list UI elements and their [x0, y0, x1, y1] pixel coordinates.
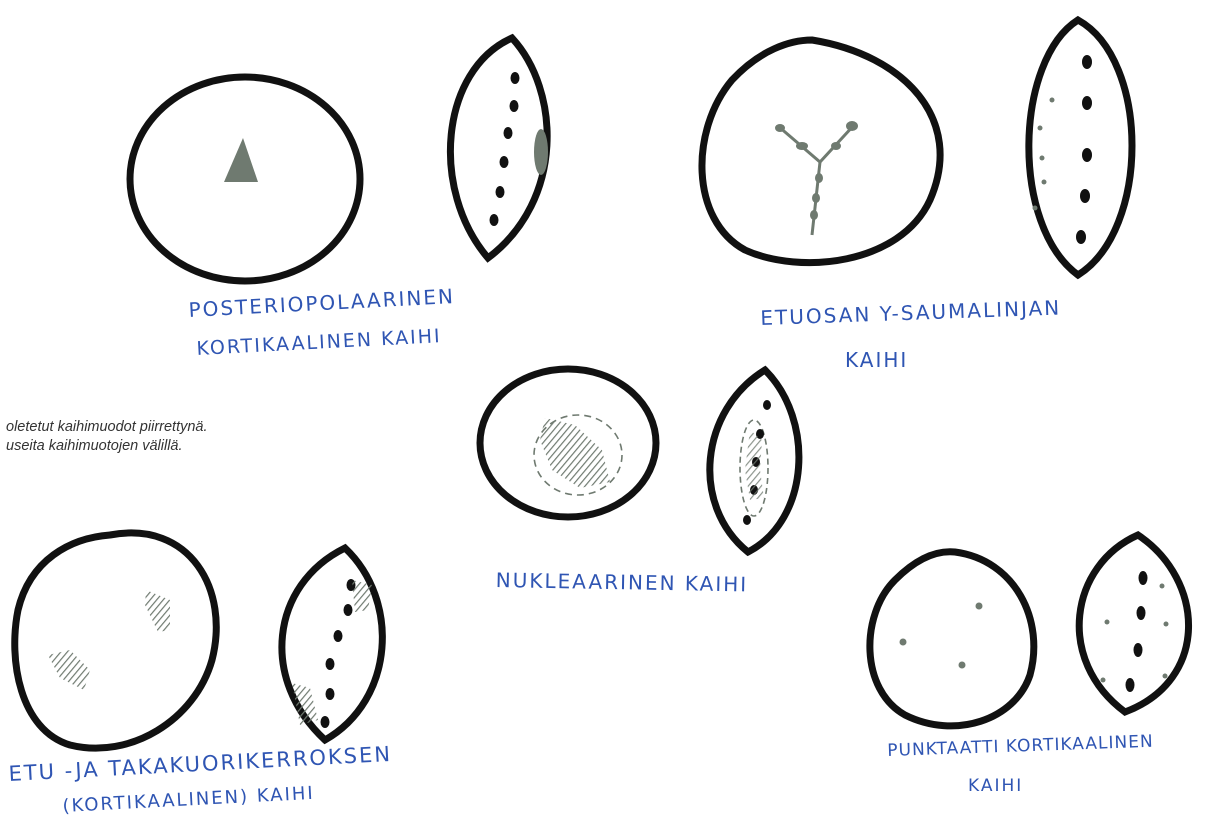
lens-front-view — [870, 552, 1034, 726]
front-back-cortical-group — [15, 533, 383, 748]
nuclear-opacity — [540, 418, 610, 488]
nuclear-group — [480, 369, 799, 552]
caption: oletetut kaihimuodot piirrettynä. useita… — [6, 418, 208, 456]
side-view-dots — [1076, 55, 1092, 244]
lens-front-view — [15, 533, 217, 748]
punctate-group — [870, 535, 1189, 726]
caption-line1: oletetut kaihimuodot piirrettynä. — [6, 418, 208, 437]
label-nuclear: NUKLEAARINEN KAIHI — [496, 568, 749, 596]
label-anterior-y-line2: KAIHI — [845, 348, 908, 372]
caption-line2: useita kaihimuotojen välillä. — [6, 437, 208, 456]
side-view-dots — [490, 72, 520, 226]
anterior-y-suture-group — [702, 20, 1132, 275]
triangular-opacity — [224, 138, 258, 182]
side-view-dots — [321, 579, 356, 728]
lens-side-view — [450, 38, 547, 258]
posterior-polar-group — [130, 38, 548, 281]
posterior-opacity — [534, 129, 548, 175]
label-punctate-line2: KAIHI — [968, 776, 1023, 796]
punctate-opacity-dots — [900, 603, 983, 669]
cortical-opacity-lower — [48, 650, 90, 690]
cortical-opacity-upper — [145, 590, 170, 632]
side-view-dots — [1126, 571, 1148, 692]
lens-front-view — [702, 40, 940, 263]
lens-side-view — [282, 548, 382, 740]
